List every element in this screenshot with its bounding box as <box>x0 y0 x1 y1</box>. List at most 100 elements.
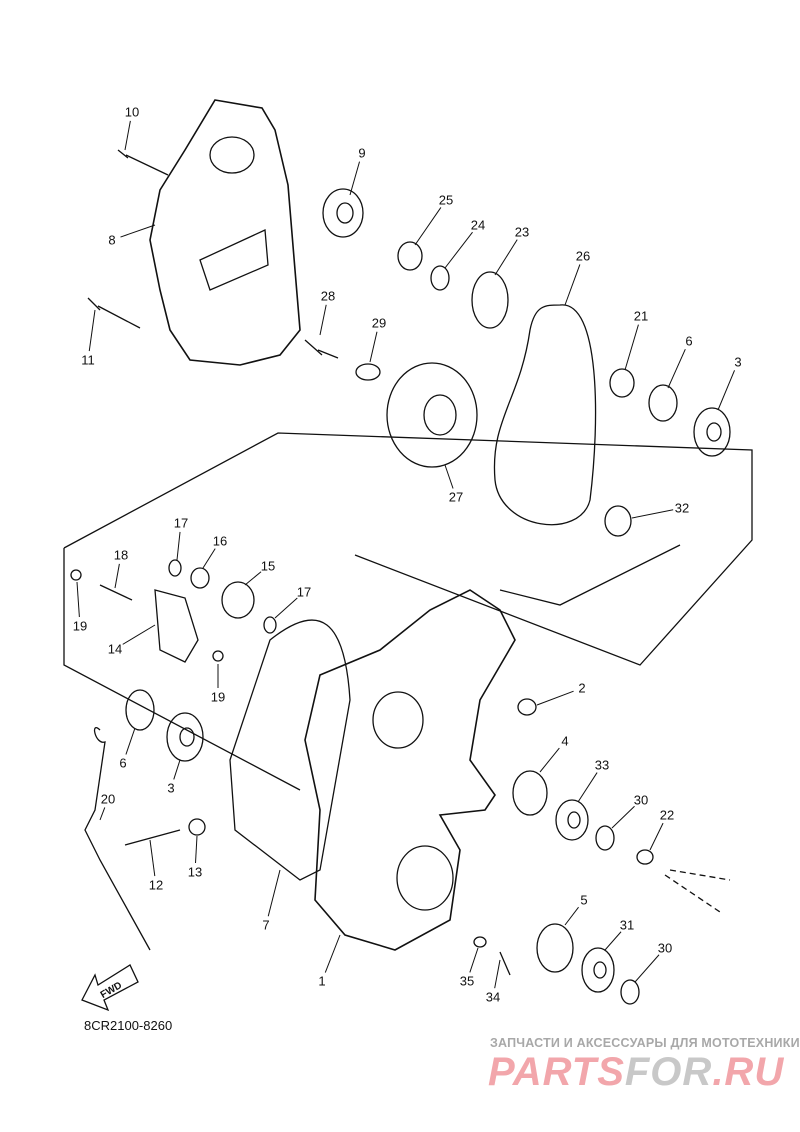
nut-13 <box>188 818 206 836</box>
seal-25 <box>397 241 423 271</box>
shaft-end <box>664 869 731 913</box>
leader-line-22 <box>649 822 664 851</box>
circlip-6b <box>125 689 155 731</box>
bearing-33 <box>555 799 589 841</box>
callout-35: 35 <box>459 973 475 989</box>
leader-line-16 <box>202 548 216 569</box>
callout-20: 20 <box>100 791 116 807</box>
plug-2 <box>517 698 537 716</box>
callout-25: 25 <box>438 192 454 208</box>
leader-lines <box>76 120 735 989</box>
leader-line-13 <box>195 835 198 864</box>
leader-line-14 <box>122 624 156 645</box>
bearing-31 <box>581 947 615 993</box>
leader-line-3 <box>717 370 735 411</box>
callout-11: 11 <box>81 352 95 368</box>
callout-30: 30 <box>633 792 649 808</box>
washer-17b <box>263 616 277 634</box>
callout-19: 19 <box>210 689 226 705</box>
watermark-part2: FOR <box>624 1050 713 1094</box>
callout-32: 32 <box>674 500 690 516</box>
leader-line-33 <box>577 772 598 803</box>
callout-23: 23 <box>514 224 530 240</box>
callout-3: 3 <box>734 354 742 370</box>
chain-26 <box>493 304 597 526</box>
leader-line-8 <box>120 224 156 238</box>
leader-line-10 <box>124 120 131 151</box>
screw-34 <box>499 951 511 976</box>
leader-line-23 <box>494 239 518 276</box>
callout-6: 6 <box>119 755 127 771</box>
diagram-code: 8CR2100-8260 <box>84 1018 173 1033</box>
watermark-subtitle: ЗАПЧАСТИ И АКСЕССУАРЫ ДЛЯ МОТОТЕХНИКИ <box>490 1036 800 1050</box>
chain-case-cover <box>149 99 301 366</box>
nut-19 <box>70 569 82 581</box>
bearing-16 <box>190 567 210 589</box>
case-bearing-boss-lower <box>396 845 454 911</box>
sprocket-27 <box>386 362 478 468</box>
callout-21: 21 <box>633 308 649 324</box>
collar-32 <box>604 505 632 537</box>
callout-16: 16 <box>212 533 228 549</box>
tensioner-14 <box>154 589 199 663</box>
callout-3: 3 <box>167 780 175 796</box>
callout-28: 28 <box>320 288 336 304</box>
callout-6: 6 <box>685 333 693 349</box>
leader-line-27 <box>444 464 454 489</box>
seal-4 <box>512 770 548 816</box>
bearing-3 <box>693 407 731 457</box>
group-outline-right <box>499 544 681 606</box>
callout-22: 22 <box>659 807 675 823</box>
group-outline-upper <box>63 432 753 666</box>
leader-line-34 <box>494 959 501 989</box>
callout-29: 29 <box>371 315 387 331</box>
callout-14: 14 <box>107 641 123 657</box>
leader-line-3 <box>173 759 181 780</box>
leader-line-17 <box>274 597 298 619</box>
leader-line-30 <box>634 954 660 983</box>
gasket-7 <box>229 619 351 881</box>
leader-line-18 <box>114 563 120 589</box>
chain-case-1 <box>304 589 516 951</box>
callout-27: 27 <box>448 489 464 505</box>
leader-line-32 <box>631 509 674 519</box>
watermark-logo: PARTSFOR.RU <box>488 1050 784 1095</box>
callout-13: 13 <box>187 864 203 880</box>
callout-15: 15 <box>260 558 276 574</box>
leader-line-29 <box>369 331 378 363</box>
callout-9: 9 <box>358 145 366 161</box>
leader-line-19 <box>76 581 80 618</box>
leader-line-1 <box>324 934 341 973</box>
washer-35 <box>473 936 487 948</box>
watermark-part1: PARTS <box>488 1050 625 1094</box>
callout-24: 24 <box>470 217 486 233</box>
leader-line-6 <box>125 727 136 755</box>
callout-12: 12 <box>148 877 164 893</box>
seal-5 <box>536 923 574 973</box>
ring-24 <box>430 265 450 291</box>
callout-34: 34 <box>485 989 501 1005</box>
callout-17: 17 <box>296 584 312 600</box>
sprocket-23 <box>471 271 509 329</box>
leader-line-21 <box>624 324 639 371</box>
callout-1: 1 <box>318 973 326 989</box>
nut-19b <box>212 650 224 662</box>
leader-line-5 <box>564 906 579 926</box>
circlip-6 <box>648 384 678 422</box>
washer-29 <box>355 363 381 381</box>
bearing-3b <box>166 712 204 762</box>
callout-19: 19 <box>72 618 88 634</box>
leader-line-35 <box>469 947 479 973</box>
leader-line-31 <box>604 931 622 951</box>
case-bearing-boss-upper <box>372 691 424 749</box>
washer-17 <box>168 559 182 577</box>
bolt-28 <box>304 339 339 359</box>
leader-line-7 <box>267 869 281 917</box>
leader-line-30 <box>611 805 635 829</box>
roller-15 <box>221 581 255 619</box>
leader-line-12 <box>149 839 156 877</box>
leader-line-17 <box>176 531 181 561</box>
leader-line-2 <box>536 690 574 706</box>
